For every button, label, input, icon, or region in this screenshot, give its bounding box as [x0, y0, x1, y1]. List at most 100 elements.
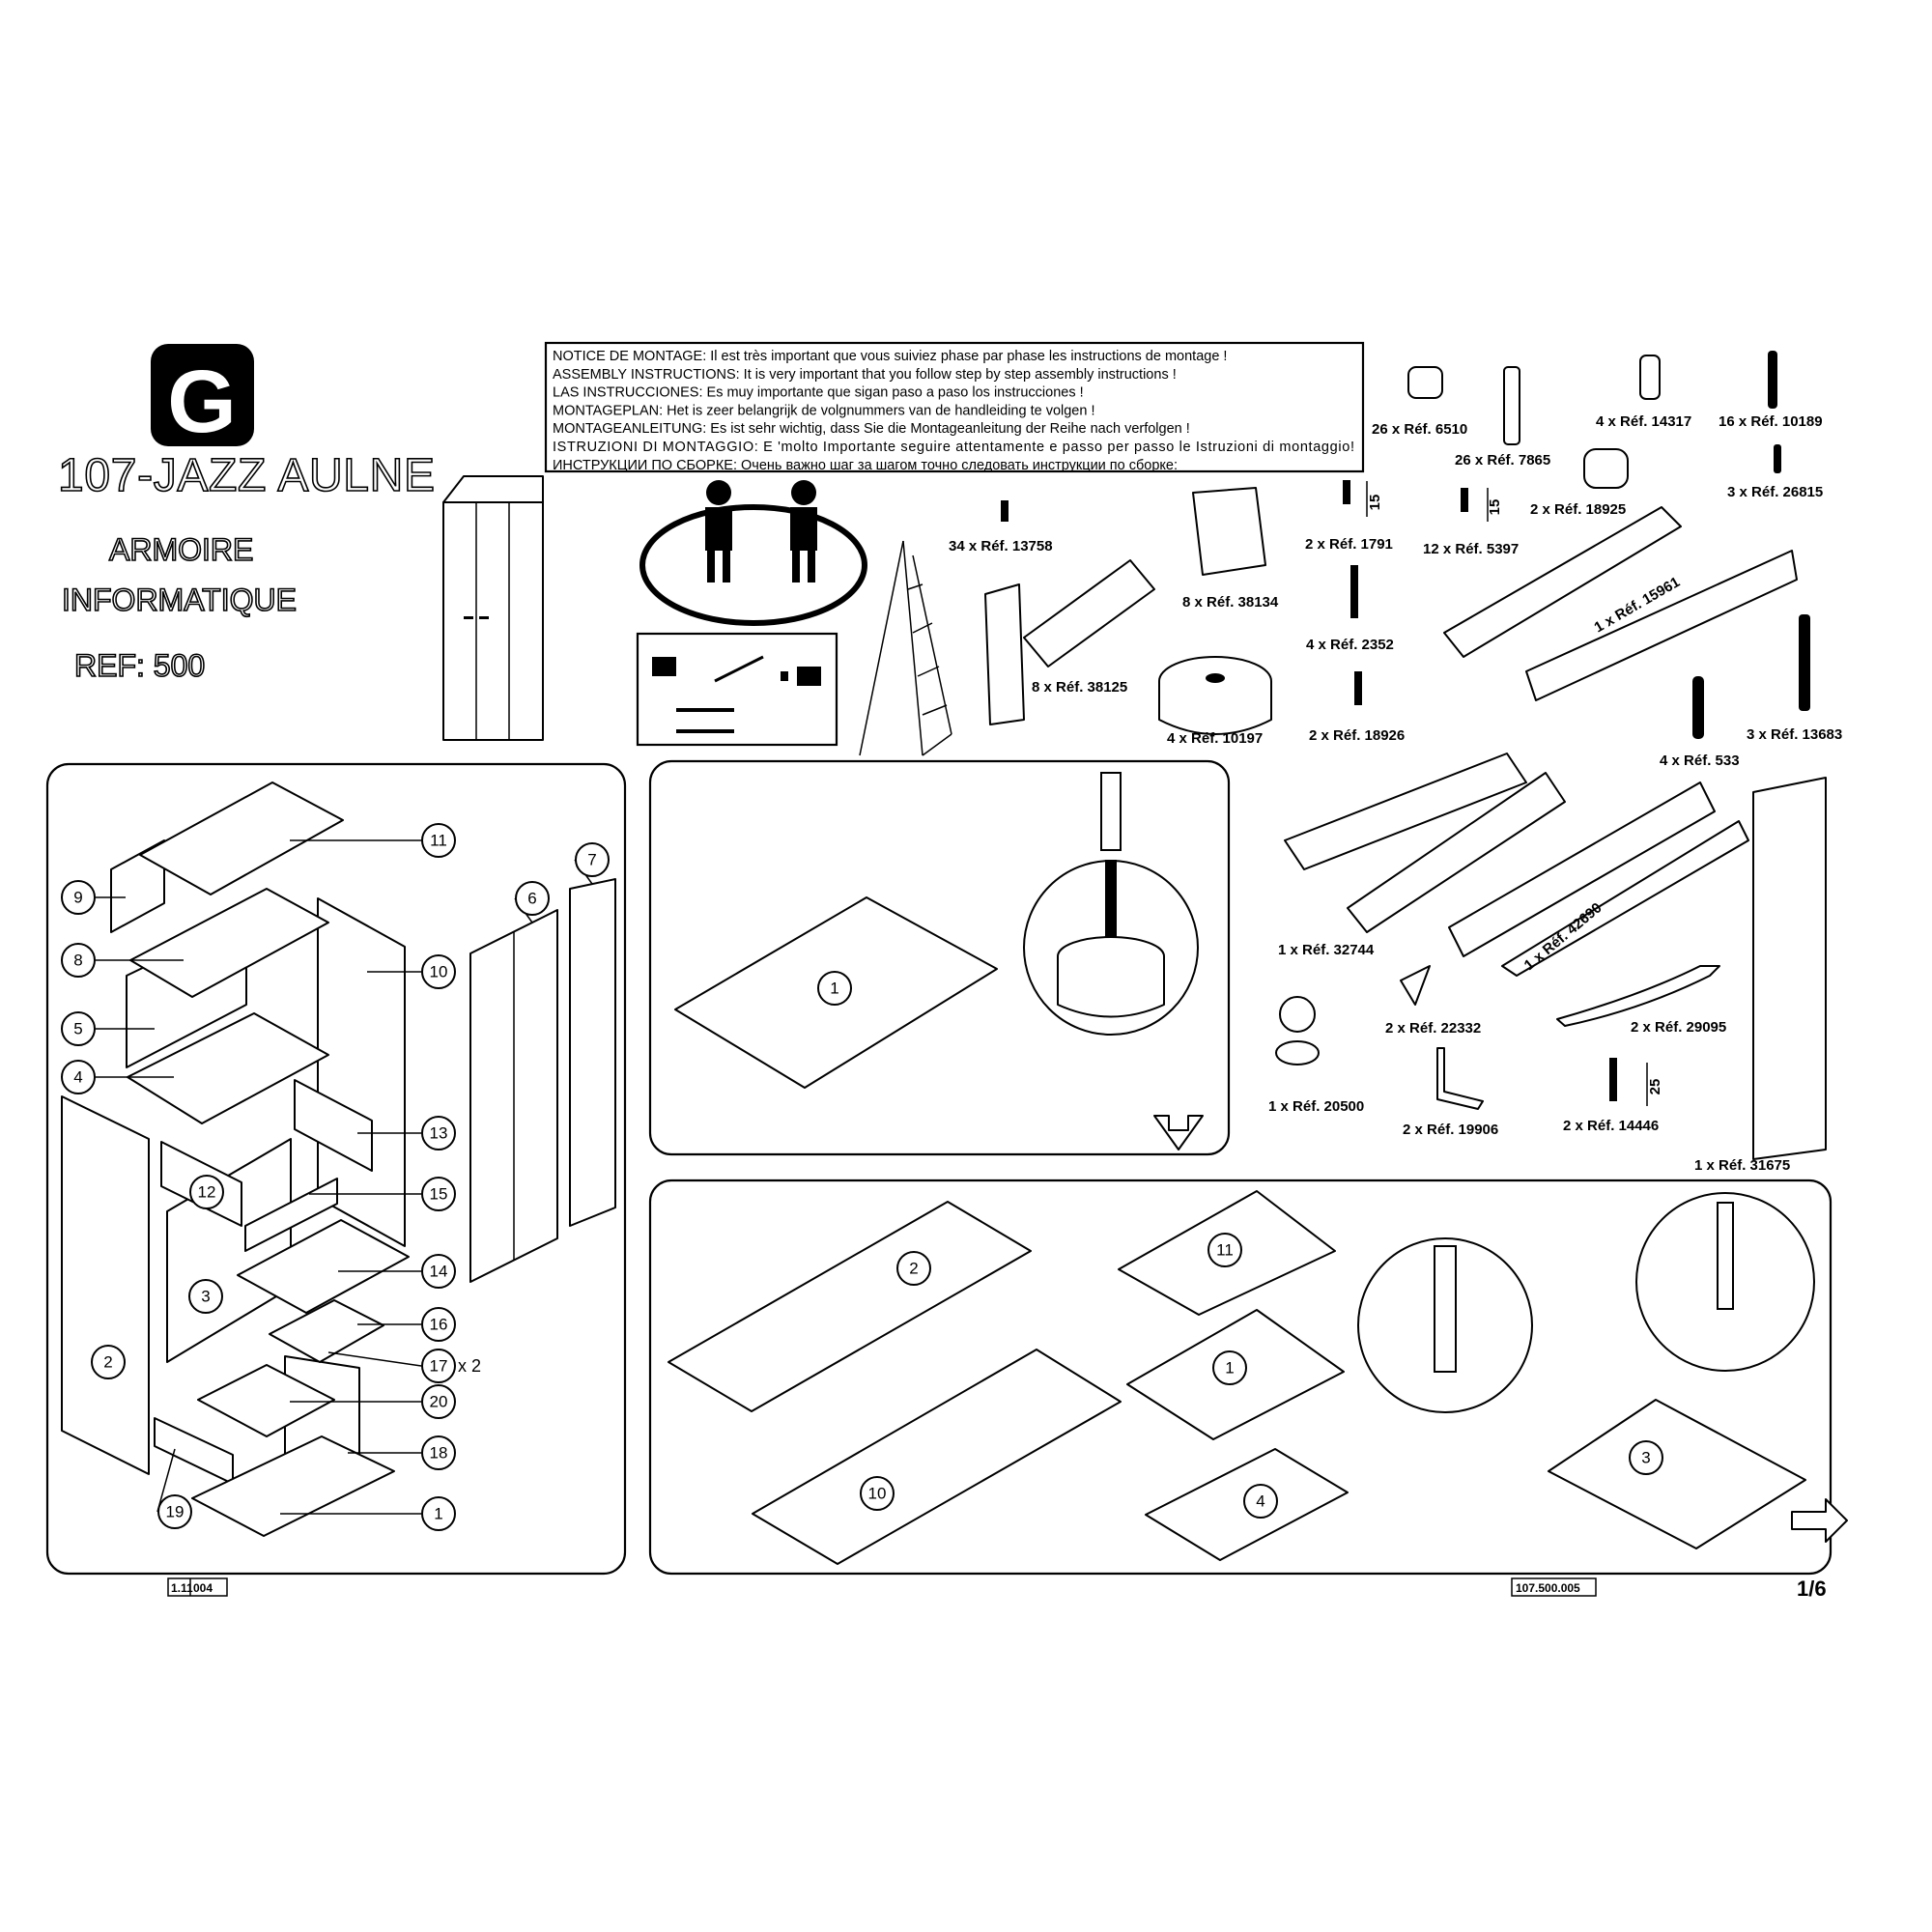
- callout-number: 4: [73, 1068, 82, 1087]
- step1-drawing: [674, 772, 1204, 1151]
- hardware-list: 26 x Réf. 6510 26 x Réf. 7865 4 x Réf. 143…: [949, 413, 1842, 1174]
- callout: 3: [188, 1279, 223, 1314]
- notice-box: [544, 341, 1365, 473]
- callout: 6: [514, 881, 550, 923]
- callout-number: 1: [434, 1505, 442, 1523]
- exploded-view-panel: [45, 762, 627, 1576]
- hardware-label: 2 x Réf. 18926: [1309, 727, 1405, 744]
- hardware-label: 8 x Réf. 38125: [1032, 679, 1127, 696]
- callout-number: 18: [430, 1444, 448, 1463]
- callout-number: 5: [73, 1020, 82, 1038]
- callout-number: 17: [430, 1357, 448, 1376]
- footer: 1.11 004 107.500.005 1/6: [167, 1577, 1827, 1601]
- callout: 18: [348, 1435, 456, 1470]
- callout-number: 3: [201, 1288, 210, 1306]
- callout: 15: [309, 1177, 456, 1211]
- callout: 7: [574, 842, 610, 885]
- callout-number: 16: [430, 1316, 448, 1334]
- callout-number: 7: [587, 851, 596, 869]
- tools-icon: [636, 632, 838, 747]
- two-persons-icon: [639, 480, 867, 626]
- step1-panel: [648, 759, 1231, 1156]
- callout-number: 11: [1216, 1241, 1234, 1260]
- notice-line: MONTAGEANLEITUNG: Es ist sehr wichtig, d…: [553, 421, 1190, 437]
- wardrobe-illustration: [442, 475, 544, 741]
- callout-number: 2: [909, 1260, 918, 1278]
- dimension-label: 15: [1367, 495, 1383, 511]
- hardware-label: 1 x Réf. 32744: [1278, 942, 1375, 958]
- hardware-label: 3 x Réf. 26815: [1727, 484, 1823, 500]
- callout-number: 10: [868, 1485, 887, 1503]
- callout-number: 1: [1225, 1359, 1234, 1378]
- callout-number: 12: [198, 1183, 216, 1202]
- footer-code-b: 004: [193, 1581, 213, 1595]
- hardware-label: 2 x Réf. 22332: [1385, 1020, 1481, 1037]
- callout-number: 10: [430, 963, 448, 981]
- logo-letter: G: [167, 353, 237, 451]
- product-type-line1: ARMOIRE: [109, 532, 253, 567]
- hardware-label: 2 x Réf. 19906: [1403, 1122, 1498, 1138]
- callout-number: 11: [430, 832, 447, 850]
- callout: 4: [1243, 1484, 1278, 1519]
- hardware-label: 4 x Réf. 2352: [1306, 637, 1394, 653]
- hardware-label: 3 x Réf. 13683: [1747, 726, 1842, 743]
- hardware-label: 2 x Réf. 18925: [1530, 501, 1626, 518]
- callout: 8: [61, 943, 184, 978]
- callout: 5: [61, 1011, 155, 1046]
- hardware-label: 1 x Réf. 20500: [1268, 1098, 1364, 1115]
- callout: 16: [357, 1307, 456, 1342]
- callout-number: 14: [430, 1263, 448, 1281]
- dimension-label: 15: [1487, 499, 1503, 516]
- exploded-view-parts: [61, 781, 616, 1537]
- notice-line: ISTRUZIONI DI MONTAGGIO: E 'molto Import…: [553, 440, 1354, 455]
- page-number: 1/6: [1797, 1577, 1827, 1601]
- callout-number: 19: [166, 1503, 185, 1521]
- hardware-label: 4 x Réf. 533: [1660, 753, 1740, 769]
- callout: 2: [91, 1345, 126, 1379]
- callout: 2: [896, 1251, 931, 1286]
- hardware-label: 26 x Réf. 6510: [1372, 421, 1467, 438]
- callout-number: 13: [430, 1124, 448, 1143]
- callout: 11: [290, 823, 456, 858]
- callout: 13: [357, 1116, 456, 1151]
- callout: 3: [1629, 1440, 1663, 1475]
- callout: 9: [61, 880, 126, 915]
- callout: 1: [817, 971, 852, 1006]
- callout-number: 8: [73, 952, 82, 970]
- ladder-icon: [859, 540, 952, 756]
- footer-code-a: 1.11: [171, 1581, 193, 1595]
- callout-number: 4: [1256, 1492, 1264, 1511]
- notice-line: LAS INSTRUCCIONES: Es muy importante que…: [553, 385, 1084, 401]
- hardware-label: 1 x Réf. 31675: [1694, 1157, 1790, 1174]
- step2-panel: [648, 1179, 1833, 1576]
- quantity-multiplier: x 2: [458, 1356, 481, 1376]
- callout: 12: [189, 1175, 224, 1209]
- brand-logo: G: [151, 344, 254, 451]
- callout-number: 20: [430, 1393, 448, 1411]
- callout: 1: [280, 1496, 456, 1531]
- callout: 1: [1212, 1350, 1247, 1385]
- hardware-label: 26 x Réf. 7865: [1455, 452, 1550, 469]
- product-title: 107-JAZZ AULNE: [58, 450, 435, 501]
- hardware-illustrations: [984, 351, 1827, 1160]
- hardware-label: 2 x Réf. 29095: [1631, 1019, 1726, 1036]
- notice-text: NOTICE DE MONTAGE: Il est très important…: [553, 349, 1354, 473]
- callout-number: 6: [527, 890, 536, 908]
- product-type-line2: INFORMATIQUE: [62, 582, 297, 617]
- notice-line: ASSEMBLY INSTRUCTIONS: It is very import…: [553, 367, 1177, 383]
- hardware-label: 2 x Réf. 1791: [1305, 536, 1393, 553]
- hardware-label: 2 x Réf. 14446: [1563, 1118, 1659, 1134]
- hardware-label: 4 x Réf. 10197: [1167, 730, 1263, 747]
- callout: 14: [338, 1254, 456, 1289]
- callout: 11: [1208, 1233, 1242, 1267]
- callout: 20: [290, 1384, 456, 1419]
- notice-line: ИНСТРУКЦИИ ПО СБОРКЕ: Очень важно шаг за…: [553, 458, 1178, 473]
- notice-line: NOTICE DE MONTAGE: Il est très important…: [553, 349, 1227, 364]
- hardware-label: 4 x Réf. 14317: [1596, 413, 1691, 430]
- hardware-label: 16 x Réf. 10189: [1719, 413, 1823, 430]
- callout-number: 3: [1641, 1449, 1650, 1467]
- callout: 19: [156, 1448, 192, 1529]
